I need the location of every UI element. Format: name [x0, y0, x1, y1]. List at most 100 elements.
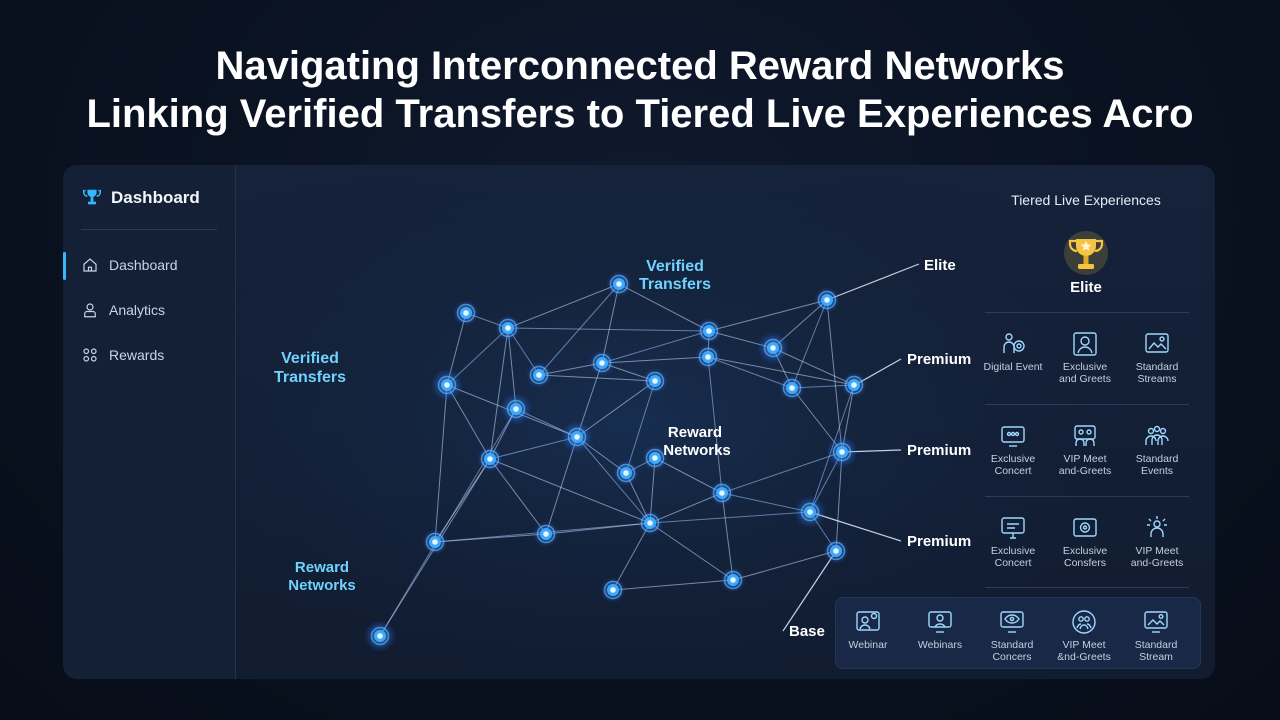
- tile-label: Digital Event: [983, 361, 1043, 373]
- network-node: [453, 300, 479, 326]
- network-node: [757, 332, 789, 364]
- network-node: [526, 362, 552, 388]
- reward-network-diagram: Verified Transfers Verified Transfers Re…: [237, 165, 1215, 679]
- tier-tile-vip-meet-greets-2[interactable]: VIP Meet and-Greets: [1120, 515, 1194, 569]
- base-tile-vip-meet-greets[interactable]: VIP Meet &nd-Greets: [1047, 609, 1121, 663]
- tile-label: Consfers: [1063, 557, 1106, 569]
- sidebar-item-label: Rewards: [109, 347, 165, 363]
- base-tile-webinar[interactable]: Webinar: [831, 609, 905, 651]
- network-node: [495, 315, 521, 341]
- sidebar-item-label: Dashboard: [109, 257, 178, 273]
- network-node: [477, 446, 503, 472]
- network-node: [696, 318, 722, 344]
- tile-label: Standard: [1135, 453, 1179, 465]
- concert-screen-icon: [1001, 426, 1025, 447]
- tile-label: Concert: [994, 465, 1032, 477]
- network-node: [794, 496, 826, 528]
- network-node: [823, 538, 849, 564]
- network-edge: [489, 458, 651, 524]
- tier-tile-exclusive-concert-2[interactable]: Exclusive Concert: [976, 515, 1050, 569]
- sidebar-brand: Dashboard: [81, 187, 200, 209]
- network-edge: [708, 299, 828, 332]
- tile-label: Concers: [992, 651, 1032, 663]
- tier-tile-exclusive-consfers[interactable]: Exclusive Consfers: [1048, 515, 1122, 569]
- sidebar-item-rewards[interactable]: Rewards: [81, 346, 164, 364]
- network-edge: [601, 283, 620, 364]
- base-tile-standard-concers[interactable]: Standard Concers: [975, 609, 1049, 663]
- network-node: [364, 620, 396, 652]
- tier-divider: [985, 404, 1189, 405]
- network-node: [709, 480, 735, 506]
- portrait-icon: [1073, 332, 1097, 356]
- tile-label: VIP Meet: [1062, 639, 1106, 651]
- network-node: [533, 521, 559, 547]
- tier-line-label-premium-2: Premium: [907, 442, 971, 459]
- network-background: [237, 165, 1215, 679]
- network-edge: [601, 330, 710, 364]
- tier-line-label-base: Base: [789, 623, 825, 640]
- tile-label: Exclusive: [990, 453, 1036, 465]
- title-line-1: Navigating Interconnected Reward Network…: [215, 44, 1065, 88]
- network-node: [720, 567, 746, 593]
- analytics-icon: [84, 303, 96, 318]
- title-line-2: Linking Verified Transfers to Tiered Liv…: [86, 92, 1194, 136]
- network-edge: [721, 492, 734, 581]
- sidebar-item-dashboard[interactable]: Dashboard: [81, 256, 178, 274]
- tier-line-label-elite: Elite: [924, 257, 956, 274]
- tile-label: Exclusive: [1062, 545, 1108, 557]
- network-edge: [707, 356, 723, 494]
- tier-divider: [985, 312, 1189, 313]
- network-edge: [489, 458, 547, 535]
- sidebar-item-analytics[interactable]: Analytics: [81, 301, 165, 319]
- tile-label: &nd-Greets: [1057, 651, 1111, 663]
- network-node: [431, 369, 463, 401]
- network-edge: [612, 579, 734, 591]
- digital-event-icon: [1003, 333, 1025, 353]
- label-reward-networks-bottom-2: Networks: [288, 577, 356, 594]
- meet-icon: [1074, 425, 1096, 446]
- network-node: [500, 393, 532, 425]
- network-edge: [576, 380, 656, 438]
- tier-tile-standard-events[interactable]: Standard Events: [1120, 423, 1194, 477]
- network-edge: [707, 356, 793, 389]
- tile-label: Standard: [990, 639, 1034, 651]
- tier-line-label-premium-1: Premium: [907, 351, 971, 368]
- tier-tile-vip-meet-greets[interactable]: VIP Meet and-Greets: [1048, 423, 1122, 477]
- camera-icon: [1073, 518, 1097, 537]
- tile-label: Standard: [1134, 639, 1178, 651]
- tier-tile-exclusive-concert[interactable]: Exclusive Concert: [976, 423, 1050, 477]
- network-node: [589, 350, 615, 376]
- network-edge: [649, 511, 811, 524]
- brand-divider: [81, 229, 217, 230]
- network-node: [779, 375, 805, 401]
- tile-label: Stream: [1139, 651, 1173, 663]
- sidebar-item-label: Analytics: [109, 302, 166, 318]
- tile-label: Streams: [1137, 373, 1177, 385]
- tile-label: and Greets: [1059, 373, 1111, 385]
- tier-tile-exclusive-greets[interactable]: Exclusive and Greets: [1048, 331, 1122, 385]
- network-edge: [625, 380, 656, 474]
- page-title: Navigating Interconnected Reward Network…: [0, 42, 1280, 138]
- tier-line-label-premium-3: Premium: [907, 533, 971, 550]
- tier-tile-digital-event[interactable]: Digital Event: [976, 331, 1050, 373]
- base-tile-webinars[interactable]: Webinars: [903, 609, 977, 651]
- network-edge: [434, 384, 448, 543]
- tiers-heading: Tiered Live Experiences: [1011, 192, 1161, 208]
- network-node: [561, 421, 593, 453]
- label-reward-networks-bottom-1: Reward: [295, 559, 349, 576]
- tile-label: Exclusive: [990, 545, 1036, 557]
- network-node: [826, 436, 858, 468]
- network-node: [637, 510, 663, 536]
- network-node: [613, 460, 639, 486]
- base-tile-standard-stream[interactable]: Standard Stream: [1119, 609, 1193, 663]
- network-edge: [618, 283, 710, 332]
- network-edge: [545, 436, 578, 535]
- base-tier-box: Webinar Webinars Standard Concers VIP Me…: [835, 597, 1201, 669]
- tile-label: Events: [1140, 465, 1174, 477]
- trophy-icon: [83, 189, 101, 205]
- network-node: [814, 287, 840, 313]
- label-verified-transfers-left-1: Verified: [281, 350, 339, 367]
- network-edge: [707, 356, 855, 386]
- network-edge: [507, 283, 620, 329]
- tier-tile-standard-streams[interactable]: Standard Streams: [1120, 331, 1194, 385]
